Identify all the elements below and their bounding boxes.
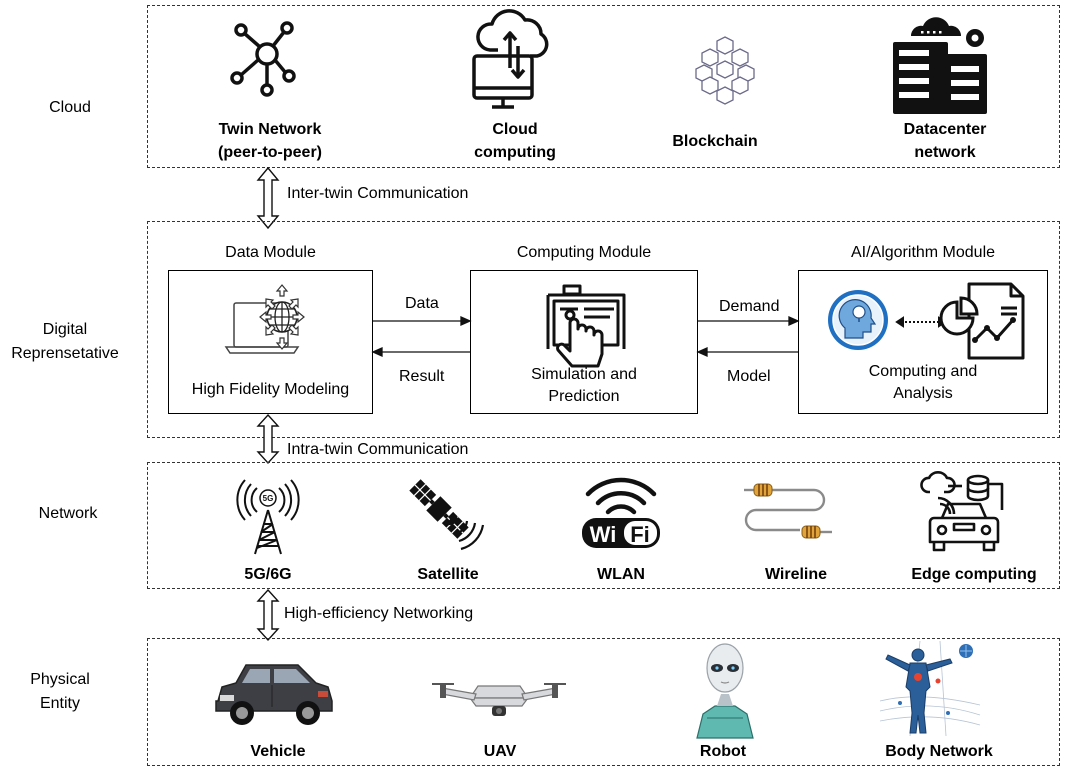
cloud-item-label: Twin Network (peer-to-peer) [217, 121, 322, 161]
edge-car-icon [920, 471, 1004, 552]
cloud-layer [147, 5, 1060, 168]
flow-label-data: Data [405, 295, 439, 312]
antenna-5g-icon: 5G [236, 479, 300, 555]
computing-module-title: Computing Module [516, 244, 652, 261]
flow-label-result: Result [399, 368, 445, 385]
physical-item-label: Vehicle [250, 743, 306, 760]
layer-label-network: Network [38, 505, 98, 522]
datacenter-icon [893, 17, 987, 114]
network-item-label: Edge computing [911, 566, 1037, 583]
high-efficiency-label: High-efficiency Networking [284, 605, 474, 622]
physical-layer [147, 638, 1060, 766]
network-item-label: Satellite [417, 566, 479, 583]
layer-label-cloud: Cloud [49, 99, 91, 116]
intra-twin-arrow [256, 413, 280, 465]
drone-icon [432, 683, 566, 716]
data-module-box [168, 270, 373, 414]
wifi-icon: Wi Fi [582, 477, 660, 548]
layer-label-digital: Digital Reprensetative [11, 321, 119, 362]
cloud-item-label: Cloud computing [474, 121, 556, 161]
network-item-label: 5G/6G [244, 566, 292, 583]
ai-module-box [798, 270, 1048, 414]
inter-twin-label: Inter-twin Communication [287, 185, 469, 202]
cloud-item-label: Blockchain [672, 133, 758, 150]
digital-layer [147, 221, 1060, 438]
touch-simulation-icon [546, 284, 626, 368]
layer-label-physical: Physical Entity [30, 671, 90, 712]
satellite-icon [409, 479, 485, 551]
ai-module-title: AI/Algorithm Module [850, 244, 996, 261]
data-module-caption: High Fidelity Modeling [191, 381, 350, 398]
network-item-label: Wireline [764, 566, 828, 583]
network-item-label: WLAN [597, 566, 645, 583]
cloud-item-label: Datacenter network [903, 121, 987, 161]
flow-label-demand: Demand [719, 298, 780, 315]
intra-twin-label: Intra-twin Communication [287, 441, 469, 458]
physical-item-label: UAV [483, 743, 517, 760]
globe-laptop-icon [224, 284, 305, 354]
physical-item-label: Body Network [885, 743, 993, 760]
svg-text:Fi: Fi [630, 522, 650, 547]
ai-module-caption: Computing and Analysis [868, 363, 978, 402]
ai-head-report-icon [828, 282, 1025, 360]
blockchain-icon [695, 36, 755, 105]
high-efficiency-arrow [256, 588, 280, 642]
computing-module-caption: Simulation and Prediction [531, 366, 637, 405]
cloud-computer-icon [472, 9, 549, 109]
module-flow-arrows [371, 315, 800, 358]
physical-item-label: Robot [699, 743, 747, 760]
inter-twin-arrow [256, 166, 280, 230]
cable-icon [744, 483, 832, 539]
body-network-icon [879, 640, 981, 737]
robot-icon [696, 643, 754, 739]
flow-label-model: Model [727, 368, 771, 385]
data-module-title: Data Module [225, 244, 316, 261]
suv-icon [215, 664, 333, 725]
svg-text:5G: 5G [263, 494, 274, 503]
network-nodes-icon [230, 21, 296, 97]
network-layer [147, 462, 1060, 589]
svg-text:Wi: Wi [590, 522, 617, 547]
